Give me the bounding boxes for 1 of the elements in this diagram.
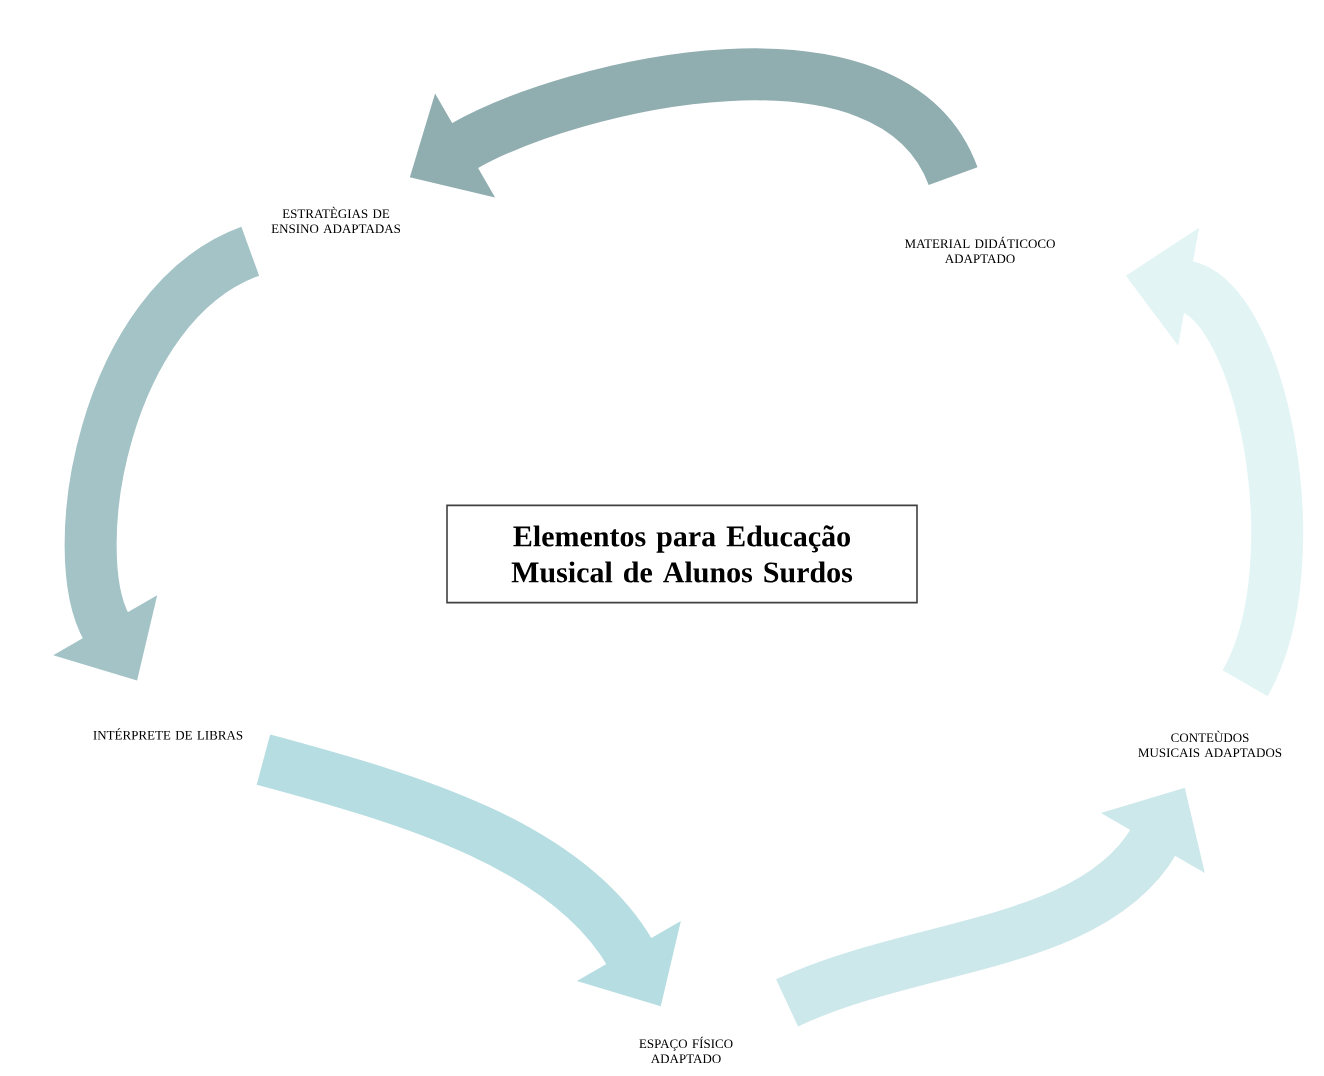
title-box: Elementos para Educação Musical de Alunos Surdos: [446, 504, 918, 604]
